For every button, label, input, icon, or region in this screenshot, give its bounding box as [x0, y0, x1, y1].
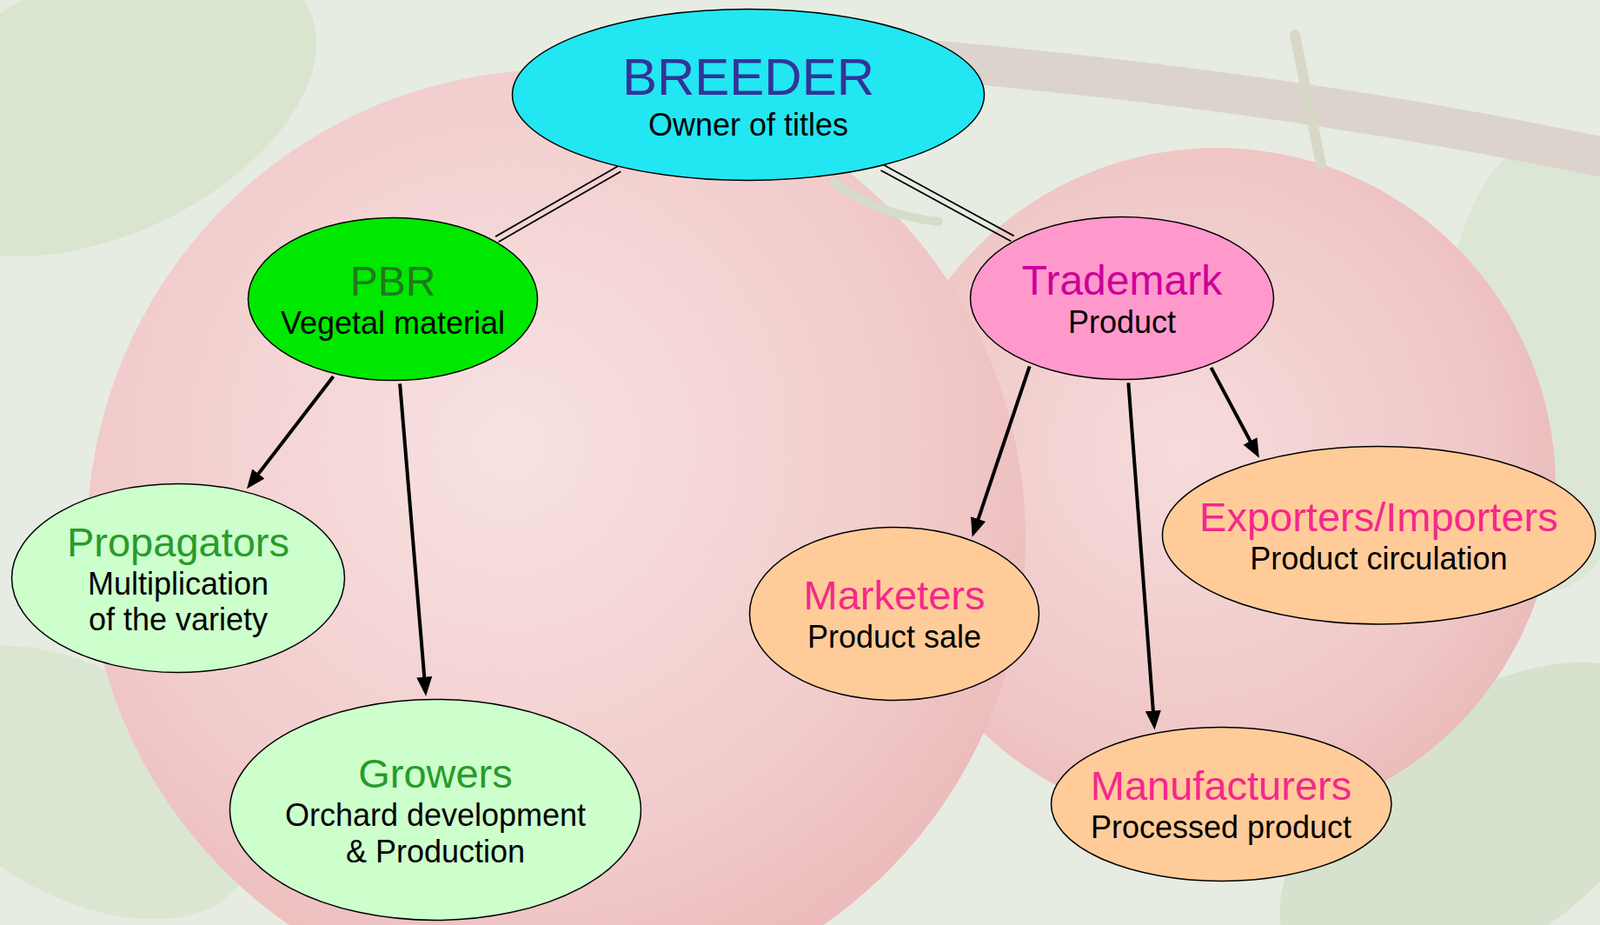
ellipse-fill — [12, 484, 346, 673]
arrow-line — [399, 383, 425, 684]
connector — [1128, 382, 1154, 718]
node-text-group: TrademarkProduct — [1022, 256, 1222, 341]
double-line — [495, 165, 618, 237]
connector — [495, 165, 621, 242]
node-subtitle: Product circulation — [1199, 540, 1559, 577]
node-subtitle: Orchard development & Production — [273, 796, 598, 870]
connector — [399, 383, 425, 684]
node-title: Exporters/Importers — [1199, 493, 1559, 541]
arrow-line — [1211, 367, 1255, 447]
node-text-group: PropagatorsMultiplication of the variety — [66, 518, 290, 638]
node-text-group: PBRVegetal material — [280, 257, 505, 342]
double-line — [880, 170, 1011, 242]
connector — [975, 365, 1030, 525]
node-title: Growers — [273, 750, 598, 797]
stem — [834, 182, 939, 222]
actor-ellipse: PropagatorsMultiplication of the variety — [10, 482, 346, 674]
stem — [1294, 34, 1322, 166]
node-text-group: ManufacturersProcessed product — [1090, 762, 1352, 845]
actor-ellipse: GrowersOrchard development & Production — [228, 697, 643, 922]
rights-ellipse: PBRVegetal material — [246, 216, 539, 382]
node-title: Manufacturers — [1090, 762, 1352, 810]
node-subtitle: Processed product — [1090, 809, 1352, 845]
ellipse-fill — [248, 218, 538, 381]
node-text-group: GrowersOrchard development & Production — [273, 750, 598, 870]
node-title: PBR — [280, 257, 505, 306]
node-subtitle: Owner of titles — [622, 106, 875, 143]
node-text-group: Exporters/ImportersProduct circulation — [1199, 493, 1559, 577]
ellipse-fill — [230, 699, 642, 921]
ellipse-fill — [1161, 446, 1595, 625]
rights-ellipse: TrademarkProduct — [969, 215, 1275, 381]
actor-ellipse: Exporters/ImportersProduct circulation — [1161, 444, 1597, 625]
ellipse-fill — [750, 527, 1040, 701]
actor-ellipse: MarketersProduct sale — [748, 525, 1041, 702]
node-title: BREEDER — [622, 46, 875, 107]
node-subtitle: Vegetal material — [280, 305, 505, 341]
ellipse-fill — [1050, 727, 1392, 882]
node-text-group: BREEDEROwner of titles — [622, 46, 875, 143]
arrow-line — [975, 365, 1030, 525]
connector — [1211, 367, 1255, 447]
ellipse-fill — [970, 217, 1275, 380]
node-subtitle: Multiplication of the variety — [73, 565, 283, 638]
branch — [938, 60, 1600, 157]
ellipse-fill — [512, 9, 985, 181]
arrow-line — [1128, 382, 1154, 718]
node-subtitle: Product — [1022, 304, 1222, 340]
node-title: Trademark — [1022, 256, 1222, 305]
node-subtitle: Product sale — [803, 618, 986, 655]
actor-ellipse: ManufacturersProcessed product — [1049, 725, 1394, 883]
connector — [880, 165, 1014, 242]
node-text-group: MarketersProduct sale — [803, 571, 986, 655]
node-title: Propagators — [66, 518, 290, 566]
double-line — [498, 171, 622, 242]
connector — [254, 376, 334, 479]
double-line — [883, 165, 1015, 237]
node-title: Marketers — [803, 571, 986, 619]
arrow-line — [254, 376, 334, 479]
breeder-ellipse: BREEDEROwner of titles — [511, 7, 986, 182]
